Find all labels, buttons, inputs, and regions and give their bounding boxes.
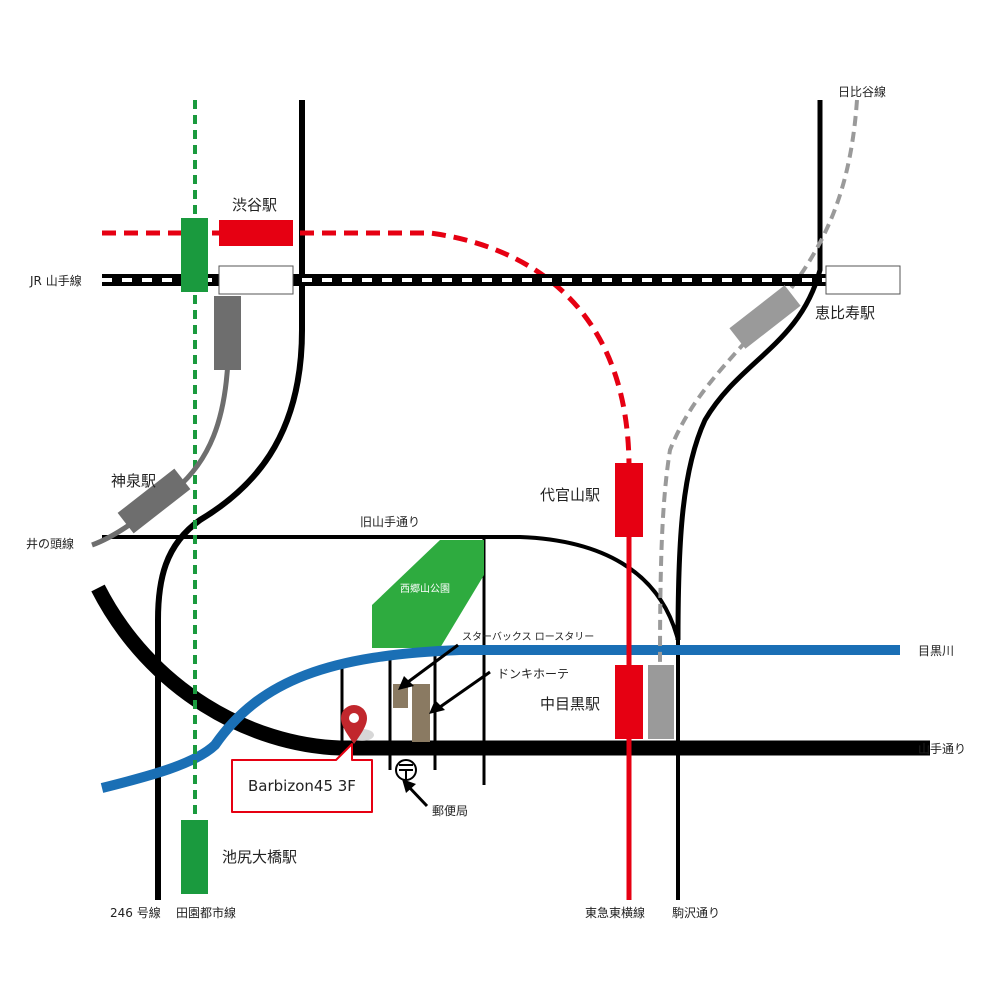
station-daikanyama — [615, 463, 643, 537]
station-ebisu-jr — [825, 265, 901, 295]
label-jr-yamanote: JR 山手線 — [29, 273, 82, 288]
building-starbucks — [393, 684, 408, 708]
station-shibuya-jr — [218, 265, 294, 295]
location-pin-icon — [341, 705, 367, 744]
label-post-office: 郵便局 — [432, 804, 468, 818]
label-denentoshi: 田園都市線 — [176, 905, 236, 920]
station-ebisu-hibiya — [729, 285, 801, 349]
station-shinsen — [117, 468, 191, 534]
label-komazawa: 駒沢通り — [672, 906, 720, 920]
station-ikejiri — [181, 820, 208, 894]
label-shibuya: 渋谷駅 — [232, 196, 277, 214]
label-toyoko: 東急東横線 — [585, 905, 645, 920]
river-meguro — [100, 645, 900, 793]
arrow-starbucks-head — [398, 676, 414, 690]
road-kyu-yamate — [102, 535, 680, 900]
label-daikanyama: 代官山駅 — [540, 486, 600, 504]
line-hibiya — [658, 99, 859, 666]
road-yamate-curve — [91, 584, 930, 756]
label-meguro-river: 目黒川 — [918, 644, 954, 658]
arrow-post-head — [402, 779, 416, 793]
station-nakameguro-toyoko — [615, 665, 643, 739]
label-kyu-yamate: 旧山手通り — [360, 515, 420, 529]
station-nakameguro-hibiya — [648, 665, 674, 739]
label-ebisu: 恵比寿駅 — [815, 304, 875, 322]
label-shinsen: 神泉駅 — [111, 472, 156, 490]
arrow-post — [406, 784, 429, 808]
park-saigoyama — [372, 540, 484, 648]
arrow-starbucks — [407, 643, 459, 684]
station-shibuya-toyoko — [219, 220, 293, 246]
station-shibuya-inokashira — [214, 296, 241, 370]
label-hibiya: 日比谷線 — [838, 84, 886, 99]
label-yamate: 山手通り — [918, 742, 966, 756]
label-nakameguro: 中目黒駅 — [540, 695, 600, 713]
arrow-donki-head — [429, 700, 445, 714]
road-right-curve — [675, 100, 823, 641]
label-inokashira: 井の頭線 — [26, 536, 74, 551]
destination-callout — [231, 743, 373, 813]
line-toyoko-dashed — [102, 230, 632, 471]
station-shibuya-denentoshi — [181, 218, 208, 292]
destination-label: Barbizon45 3F — [248, 777, 356, 795]
park-label: 西郷山公園 — [400, 583, 450, 595]
road-left-curve — [155, 100, 305, 900]
arrow-donki — [439, 670, 491, 709]
label-donki: ドンキホーテ — [497, 667, 569, 681]
label-starbucks: スターバックス ロースタリー — [462, 631, 594, 643]
building-donki — [412, 684, 430, 742]
post-office-icon — [395, 759, 417, 781]
label-route246: 246 号線 — [110, 905, 161, 920]
label-ikejiri: 池尻大橋駅 — [222, 848, 297, 866]
